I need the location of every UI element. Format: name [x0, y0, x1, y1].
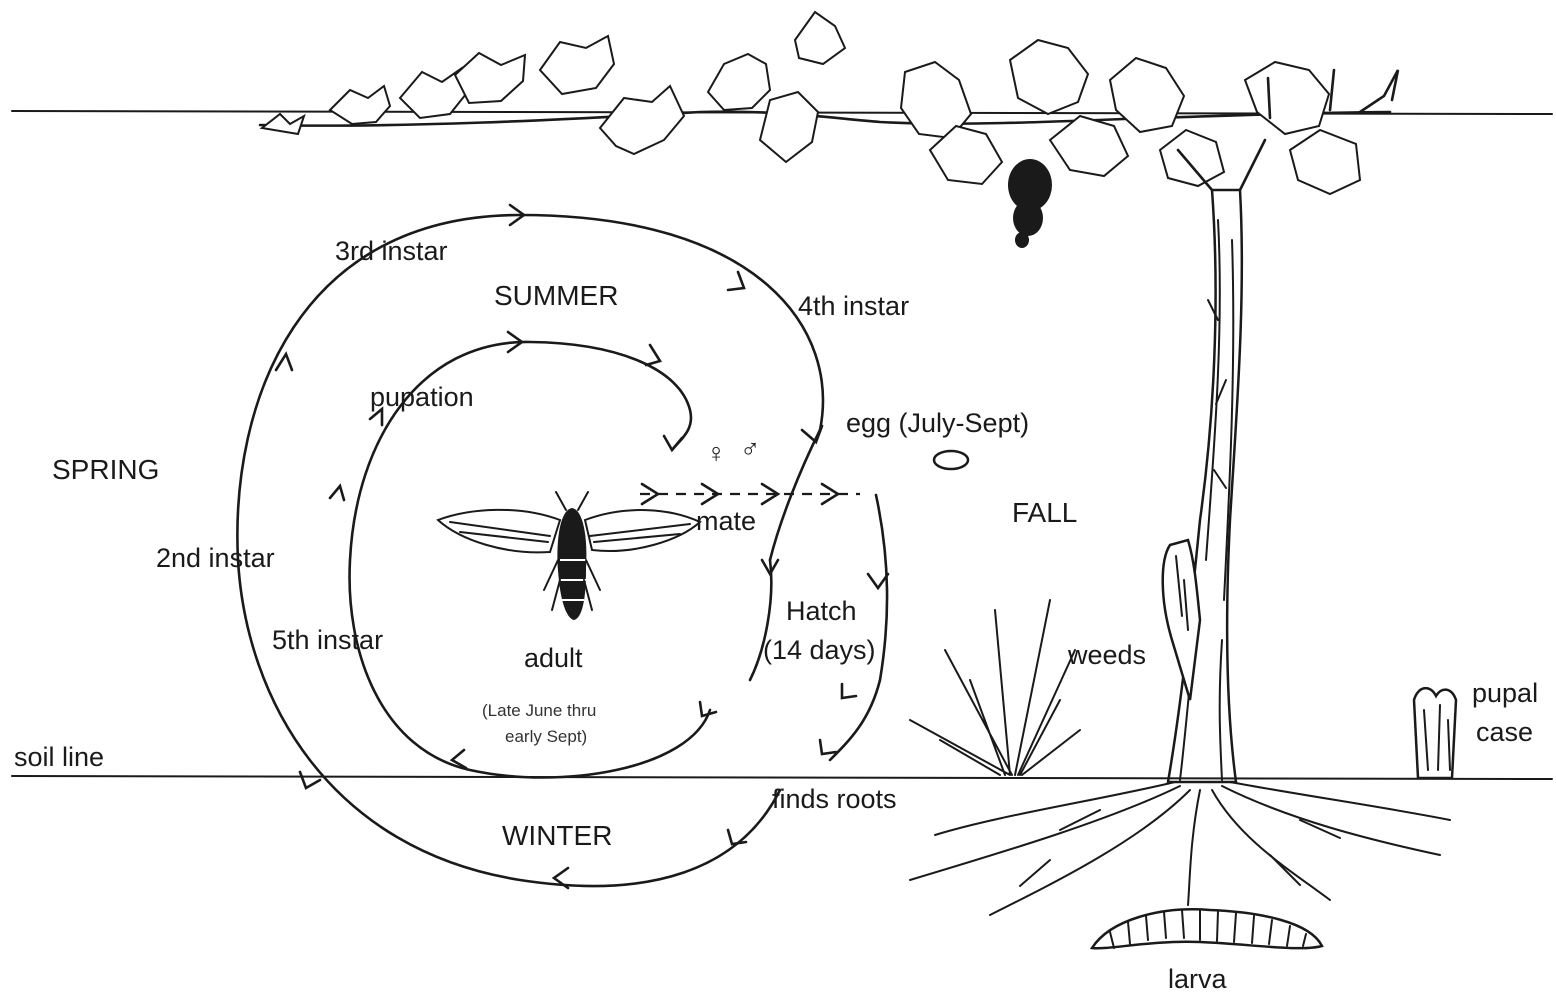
- label-winter: WINTER: [502, 820, 612, 851]
- label-weeds: weeds: [1067, 640, 1146, 670]
- adult-moth-drawing: [438, 492, 700, 620]
- label-fall: FALL: [1012, 497, 1077, 528]
- label-case: case: [1476, 717, 1533, 747]
- label-adult: adult: [524, 643, 583, 673]
- label-hatch-days: (14 days): [763, 635, 876, 665]
- label-finds-roots: finds roots: [772, 784, 897, 814]
- label-soil-line: soil line: [14, 742, 104, 772]
- label-pupation: pupation: [370, 382, 474, 412]
- pupal-case-drawing: [1414, 688, 1456, 778]
- weeds-drawing: [910, 600, 1080, 775]
- egg-drawing: [934, 451, 968, 469]
- label-2nd-instar: 2nd instar: [156, 543, 275, 573]
- label-hatch: Hatch: [786, 596, 857, 626]
- male-symbol: ♂: [740, 434, 760, 464]
- label-5th-instar: 5th instar: [272, 625, 383, 655]
- hatch-arrow-path: [830, 495, 887, 760]
- label-adult-period-2: early Sept): [505, 727, 587, 746]
- label-summer: SUMMER: [494, 280, 618, 311]
- larva-drawing: [1092, 909, 1322, 948]
- soil-line: [12, 776, 1552, 779]
- label-pupal: pupal: [1472, 678, 1538, 708]
- label-mate: mate: [696, 506, 756, 536]
- vine-trunk: [1163, 140, 1265, 782]
- grape-vine-canopy: [260, 12, 1398, 194]
- grape-cluster: [1008, 159, 1052, 248]
- vine-roots: [910, 782, 1450, 915]
- label-egg: egg (July-Sept): [846, 408, 1029, 438]
- mate-dashed-arrows: [640, 484, 860, 504]
- female-symbol: ♀: [706, 438, 726, 468]
- label-3rd-instar: 3rd instar: [335, 236, 448, 266]
- label-4th-instar: 4th instar: [798, 291, 909, 321]
- label-larva: larva: [1168, 964, 1228, 994]
- label-spring: SPRING: [52, 454, 159, 485]
- label-adult-period-1: (Late June thru: [482, 701, 596, 720]
